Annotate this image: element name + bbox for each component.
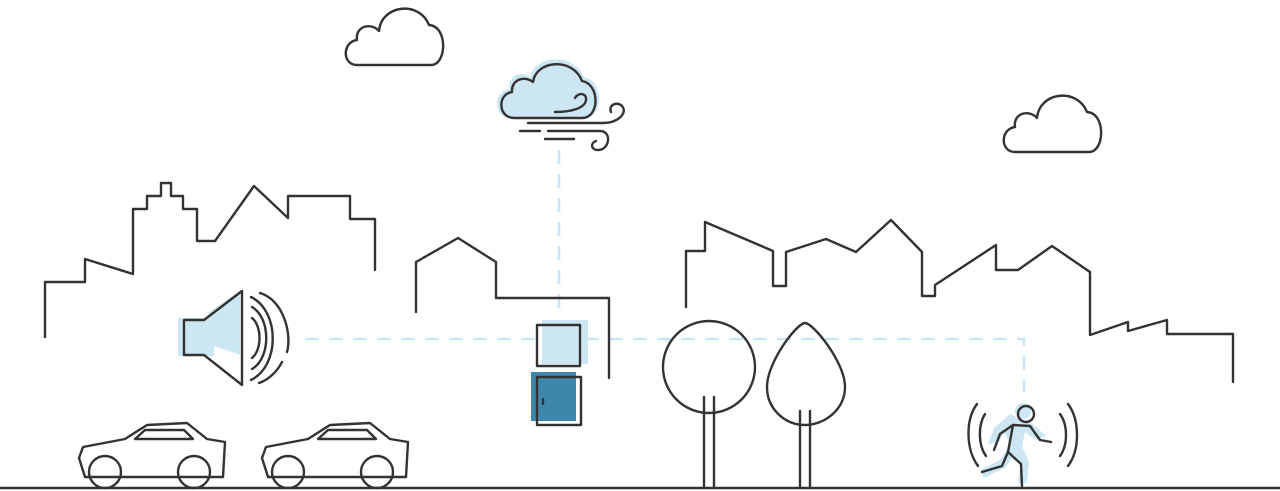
city-skyline xyxy=(43,181,1235,384)
tree-icon xyxy=(661,319,757,490)
door-icon xyxy=(531,372,583,427)
connector-window-to-person xyxy=(585,337,1026,392)
house-center xyxy=(414,236,611,380)
tree-icon xyxy=(765,321,847,490)
cloud-icon xyxy=(1002,94,1103,154)
windy-cloud-highlight xyxy=(497,59,599,118)
skyline-left xyxy=(43,181,377,339)
windy-cloud-icon xyxy=(497,59,625,152)
running-person-icon xyxy=(967,402,1079,488)
skyline-right xyxy=(684,218,1235,384)
car-icon xyxy=(260,421,410,490)
car-icon xyxy=(77,421,227,490)
door-panel xyxy=(531,372,576,421)
window-icon xyxy=(535,320,588,368)
cloud-icon xyxy=(344,7,445,67)
connector-lines xyxy=(305,150,1026,392)
speaker-icon xyxy=(178,289,290,387)
